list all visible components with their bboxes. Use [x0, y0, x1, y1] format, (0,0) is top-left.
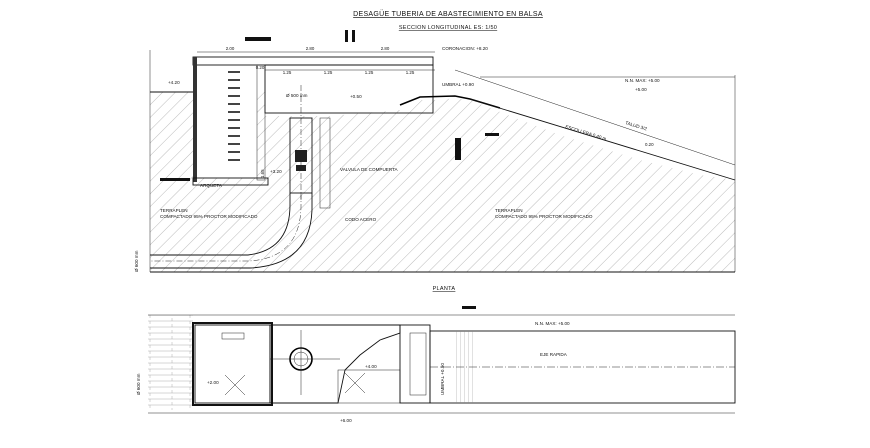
slope-surface	[469, 98, 736, 181]
label-320: +3.20	[270, 169, 282, 174]
pipe-bend	[150, 193, 291, 256]
plan-marker-bar	[462, 306, 476, 309]
plan-concrete-block	[269, 324, 401, 404]
label-terraplen-left-1: TERRAPLEN	[160, 208, 188, 213]
chamber-void	[197, 60, 257, 178]
chamber-wall-right	[256, 64, 266, 181]
pipe-bend-inner	[150, 193, 313, 269]
plan-label-nn-max: N.N. MAX: +5.00	[535, 321, 570, 326]
marker-bar-5	[485, 133, 499, 136]
dim-top-3: 2.80	[381, 46, 390, 51]
plan-chamber	[194, 324, 271, 404]
dim-second-3: 1.25	[365, 70, 374, 75]
plan-label-400: +4.00	[365, 364, 377, 369]
label-depth-2: 0.20	[645, 142, 654, 147]
dim-side: 0.20	[256, 65, 265, 70]
marker-bar-4	[160, 178, 190, 181]
label-umbral: UMBRAL +0.90	[442, 82, 474, 87]
label-arqueta: ARQUETA	[200, 183, 223, 188]
plan-channel-stripes	[455, 331, 475, 403]
label-500: +5.00	[635, 87, 647, 92]
plan-gate-gap	[409, 332, 427, 396]
dim-top-1: 2.00	[226, 46, 235, 51]
gate-valve	[296, 165, 306, 171]
label-nn-max: N.N. MAX: +5.00	[625, 78, 660, 83]
dim-top-2: 2.80	[306, 46, 315, 51]
outlet-wall	[319, 117, 331, 209]
longitudinal-section: 2.00 2.80 2.80 1.25 1.25 1.25 1.25 0.20 …	[134, 30, 736, 273]
plan-label-eje: EJE RAPIDA	[540, 352, 568, 357]
label-valvula: VALVULA DE COMPUERTA	[340, 167, 399, 172]
slope-outer	[454, 69, 736, 166]
plan-title: PLANTA	[433, 286, 456, 292]
plan-chamber-cross-2	[224, 374, 246, 396]
plan-label-room: +2.00	[207, 380, 219, 385]
plan-view: N.N. MAX: +5.00 EJE RAPIDA UMBRAL +0.90 …	[136, 314, 736, 423]
plan-label-umbral: UMBRAL +0.90	[440, 363, 445, 395]
plan-label-600: +6.00	[340, 418, 352, 423]
outlet-block	[455, 138, 461, 160]
pipe-bend-mid	[150, 193, 302, 262]
marker-bar-1	[245, 37, 271, 41]
main-title: DESAGÜE TUBERIA DE ABASTECIMIENTO EN BAL…	[353, 10, 543, 18]
label-420: +4.20	[168, 80, 180, 85]
label-050: +0.50	[350, 94, 362, 99]
label-diameter-left: Ø 600 mm	[134, 250, 139, 272]
label-slope-2: TALUD 3/2	[625, 120, 648, 131]
section-title: SECCION LONGITUDINAL ES: 1/50	[399, 25, 497, 31]
plan-right-cross-2	[344, 372, 366, 394]
marker-bar-2	[345, 30, 348, 42]
label-diameter: Ø 500 mm	[286, 93, 308, 98]
plan-left-area	[148, 315, 193, 410]
marker-bar-3	[352, 30, 355, 42]
chamber-wall-left	[193, 57, 197, 182]
plan-chamber-wall	[192, 322, 273, 406]
label-terraplen-left-2: COMPACTADO 95% PROCTOR MODIFICADO	[160, 214, 258, 219]
ladder-rungs	[228, 71, 240, 161]
plan-label-diameter: Ø 600 mm	[136, 373, 141, 395]
label-terraplen-right-2: COMPACTADO 95% PROCTOR MODIFICADO	[495, 214, 593, 219]
label-depth-1: 1.65	[260, 169, 265, 178]
label-codo: CODO ACERO	[345, 217, 377, 222]
label-terraplen-right-1: TERRAPLEN	[495, 208, 523, 213]
chamber-floor	[192, 177, 269, 186]
label-coronacion: CORONACION: +8.20	[442, 46, 488, 51]
dim-second-2: 1.25	[324, 70, 333, 75]
dim-second-4: 1.25	[406, 70, 415, 75]
plan-ladder	[221, 332, 245, 340]
dim-second-1: 1.25	[283, 70, 292, 75]
plan-gate-post	[399, 324, 431, 404]
embankment-hatch	[150, 92, 735, 272]
shaft-flange	[295, 150, 307, 162]
